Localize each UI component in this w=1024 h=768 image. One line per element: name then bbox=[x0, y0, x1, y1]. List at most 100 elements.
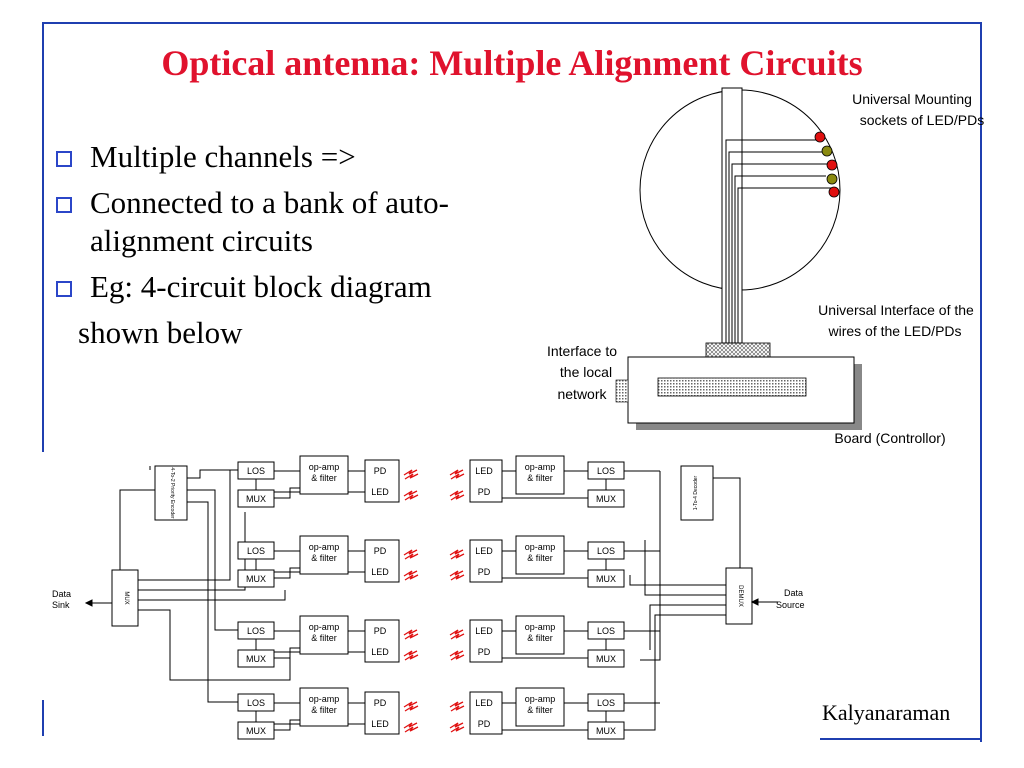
los-label: LOS bbox=[247, 546, 265, 556]
label-interface-line1: Universal Interface of the bbox=[818, 302, 974, 318]
main-mux-label: MUX bbox=[123, 591, 129, 604]
label-board: Board (Controllor) bbox=[834, 430, 945, 446]
los-label: LOS bbox=[597, 698, 615, 708]
light-signal-icon bbox=[403, 650, 419, 661]
opamp-filter-block bbox=[299, 687, 349, 727]
led-label: LED bbox=[475, 626, 493, 636]
filter-label: & filter bbox=[527, 705, 553, 715]
mux-label: MUX bbox=[246, 494, 266, 504]
optical-antenna-illustration bbox=[615, 87, 862, 430]
los-block bbox=[587, 621, 625, 640]
filter-label: & filter bbox=[311, 705, 337, 715]
los-block bbox=[237, 693, 275, 712]
label-network-line2: the local bbox=[560, 364, 612, 380]
bullet-list: Multiple channels => Connected to a bank… bbox=[52, 138, 522, 352]
led-label: LED bbox=[475, 546, 493, 556]
opamp-filter-block bbox=[515, 455, 565, 495]
mux-select-wire bbox=[119, 489, 155, 570]
slide-frame-bottom bbox=[820, 738, 982, 740]
bullet-square-icon bbox=[56, 151, 72, 167]
socket-led-icon bbox=[828, 186, 840, 198]
light-signal-icon bbox=[449, 650, 465, 661]
label-network-line1: Interface to bbox=[547, 343, 617, 359]
opamp-label: op-amp bbox=[309, 462, 340, 472]
label-sockets-line2: sockets of LED/PDs bbox=[860, 112, 985, 128]
bullet-text: Eg: 4-circuit block diagram bbox=[90, 269, 432, 304]
pd-label: PD bbox=[478, 487, 491, 497]
demux-output-wire bbox=[629, 575, 726, 586]
led-pd-block bbox=[469, 539, 503, 583]
main-demux-label: DEMUX bbox=[737, 585, 743, 607]
led-label: LED bbox=[371, 719, 389, 729]
pd-label: PD bbox=[374, 698, 387, 708]
pd-led-block bbox=[364, 691, 400, 735]
led-label: LED bbox=[371, 647, 389, 657]
los-block bbox=[237, 541, 275, 560]
light-signal-icon bbox=[449, 570, 465, 581]
led-label: LED bbox=[475, 698, 493, 708]
opamp-label: op-amp bbox=[309, 622, 340, 632]
los-block bbox=[587, 461, 625, 480]
mux-label: MUX bbox=[246, 726, 266, 736]
opamp-filter-block bbox=[299, 615, 349, 655]
bullet-item: Eg: 4-circuit block diagram bbox=[52, 268, 522, 306]
mux-label: MUX bbox=[596, 654, 616, 664]
mux-opamp-wire bbox=[274, 647, 300, 659]
opamp-label: op-amp bbox=[525, 694, 556, 704]
light-signal-icon bbox=[403, 629, 419, 640]
slide-frame-left bbox=[42, 22, 44, 452]
light-signal-icon bbox=[449, 469, 465, 480]
bullet-text: Connected to a bank of auto-alignment ci… bbox=[90, 185, 449, 258]
light-signal-icon bbox=[449, 549, 465, 560]
network-port bbox=[615, 379, 629, 403]
encoder-wire bbox=[187, 469, 238, 479]
label-sockets-line1: Universal Mounting bbox=[852, 91, 972, 107]
pd-led-block bbox=[364, 539, 400, 583]
mux-input-wire bbox=[138, 512, 246, 591]
main-demux-block bbox=[725, 567, 753, 625]
slide-frame-right bbox=[980, 22, 982, 742]
data-source-label2: Source bbox=[776, 600, 805, 610]
board-chip bbox=[657, 377, 807, 397]
pd-label: PD bbox=[478, 719, 491, 729]
mux-opamp-wire bbox=[274, 719, 300, 731]
bullet-text: Multiple channels => bbox=[90, 139, 356, 174]
decoder-block bbox=[680, 465, 714, 521]
mux-opamp-wire bbox=[274, 487, 300, 499]
mux-block bbox=[587, 489, 625, 508]
los-bus-wire bbox=[640, 471, 661, 661]
led-pd-block bbox=[469, 691, 503, 735]
los-label: LOS bbox=[247, 698, 265, 708]
mux-label: MUX bbox=[596, 726, 616, 736]
bullet-item: Multiple channels => bbox=[52, 138, 522, 176]
light-signal-icon bbox=[403, 549, 419, 560]
data-sink-label: Data bbox=[52, 589, 71, 599]
filter-label: & filter bbox=[311, 473, 337, 483]
opamp-label: op-amp bbox=[309, 694, 340, 704]
pd-led-block bbox=[364, 619, 400, 663]
pd-label: PD bbox=[374, 466, 387, 476]
pd-label: PD bbox=[478, 567, 491, 577]
bullet-item: Connected to a bank of auto-alignment ci… bbox=[52, 184, 522, 260]
label-network-line3: network bbox=[557, 386, 607, 402]
socket-wires bbox=[725, 139, 832, 343]
filter-label: & filter bbox=[527, 633, 553, 643]
decoder-label: 1-To-4 Decoder bbox=[693, 475, 699, 510]
mux-block bbox=[587, 721, 625, 740]
socket-pd-icon bbox=[826, 173, 838, 185]
opamp-filter-block bbox=[515, 687, 565, 727]
mux-block bbox=[587, 649, 625, 668]
priority-encoder-block bbox=[154, 465, 188, 521]
light-signal-icon bbox=[403, 701, 419, 712]
light-signal-icon bbox=[403, 469, 419, 480]
led-pd-block bbox=[469, 619, 503, 663]
mux-label: MUX bbox=[596, 494, 616, 504]
light-signal-icon bbox=[403, 570, 419, 581]
light-signal-icon bbox=[449, 722, 465, 733]
led-pd-block bbox=[469, 459, 503, 503]
opamp-label: op-amp bbox=[525, 622, 556, 632]
los-block bbox=[237, 621, 275, 640]
mux-input-wire bbox=[138, 470, 231, 581]
